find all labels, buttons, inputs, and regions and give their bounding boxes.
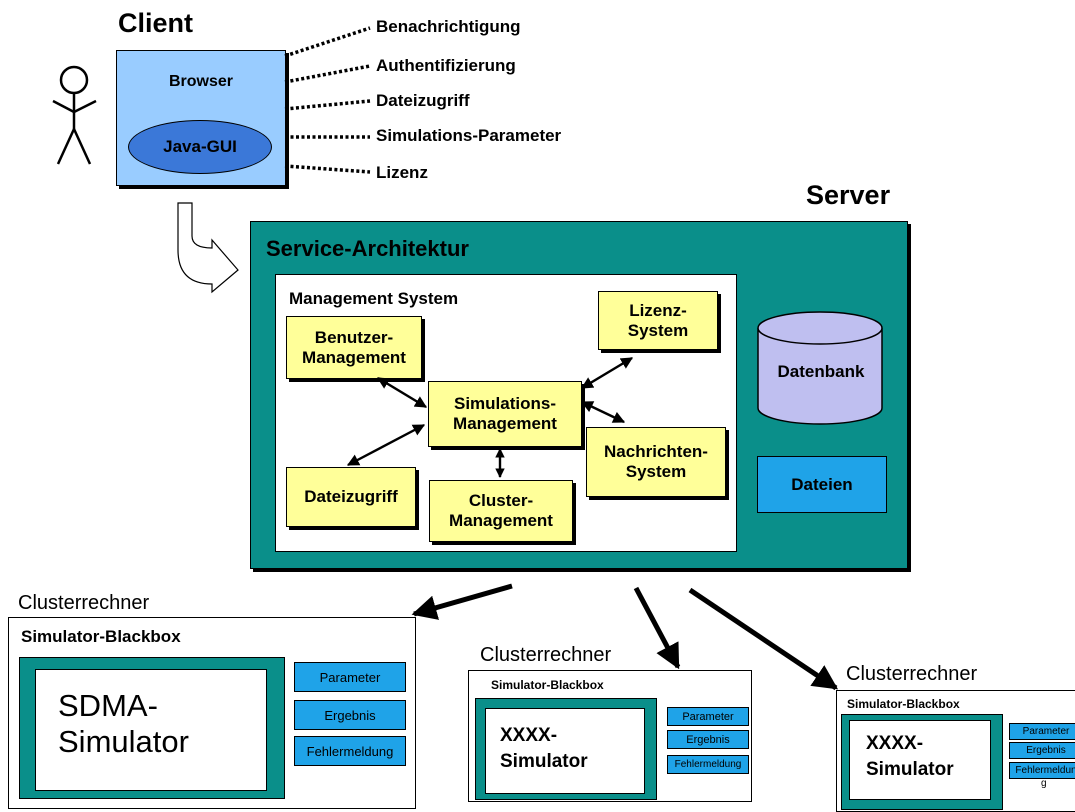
management-system-label: Management System <box>289 289 459 308</box>
cluster1-ergebnis-label: Ergebnis <box>324 707 376 723</box>
cluster3-ergebnis-label: Ergebnis <box>1026 745 1066 756</box>
cluster1-parameter-button: Parameter <box>294 662 406 692</box>
cluster2-ergebnis-button: Ergebnis <box>667 730 749 749</box>
arrow-server-cluster2 <box>633 586 681 670</box>
cluster3-fehlermeldung-label: Fehlermeldun <box>1015 765 1075 776</box>
cluster1-sim-line2: Simulator <box>58 724 189 759</box>
server-title: Server <box>806 180 891 210</box>
cluster3-sim-line1: XXXX- <box>866 733 924 754</box>
cluster3-parameter-label: Parameter <box>1022 726 1070 737</box>
cluster1-parameter-label: Parameter <box>319 669 381 685</box>
benutzer-line1: Benutzer- <box>314 327 394 347</box>
database-icon <box>757 311 883 425</box>
client-title: Client <box>118 8 194 38</box>
java-gui-ellipse: Java-GUI <box>128 120 272 174</box>
lizenz-line1: Lizenz- <box>629 300 687 320</box>
cluster1-sim-line1: SDMA- <box>58 688 158 723</box>
arrow-benutzer-simulation <box>376 376 428 409</box>
cluster1-label: Clusterrechner <box>18 592 150 614</box>
nachrichten-line1: Nachrichten- <box>604 442 708 461</box>
cluster1-ergebnis-button: Ergebnis <box>294 700 406 730</box>
cluster3-label: Clusterrechner <box>846 663 978 685</box>
browser-box: Browser Java-GUI <box>116 50 286 186</box>
cluster2-fehlermeldung-label: Fehlermeldung <box>674 759 742 770</box>
lizenz-system-box: Lizenz- System <box>598 291 718 350</box>
cluster2-box: Simulator-Blackbox XXXX- Simulator Param… <box>468 670 752 802</box>
cluster-line2: Management <box>449 511 553 530</box>
cluster1-sim-label: SDMA- Simulator <box>58 688 189 760</box>
cluster3-sim-line2: Simulator <box>866 759 954 780</box>
arrow-dateizugriff-simulation <box>346 423 426 467</box>
cluster2-parameter-button: Parameter <box>667 707 749 726</box>
cluster3-sim-box: XXXX- Simulator <box>849 720 991 800</box>
arrow-server-cluster3 <box>688 587 839 691</box>
service-dateizugriff: Dateizugriff <box>376 91 470 110</box>
service-lizenz: Lizenz <box>376 163 428 182</box>
cluster2-sim-line1: XXXX- <box>500 725 558 746</box>
dateizugriff-box: Dateizugriff <box>286 467 416 527</box>
benutzer-line2: Management <box>302 347 406 367</box>
cluster2-fehlermeldung-button: Fehlermeldung <box>667 755 749 774</box>
service-dotted-lines <box>284 26 371 174</box>
cluster3-blackbox-label: Simulator-Blackbox <box>847 697 960 711</box>
cluster-line1: Cluster- <box>468 491 534 510</box>
cluster3-ergebnis-button: Ergebnis <box>1009 742 1075 759</box>
arrow-simulation-lizenz <box>580 356 634 390</box>
cluster2-blackbox-label: Simulator-Blackbox <box>491 678 604 692</box>
cluster2-sim-label: XXXX- Simulator <box>500 723 588 775</box>
connectors-layer <box>177 26 839 691</box>
cluster1-fehlermeldung-label: Fehlermeldung <box>306 743 394 759</box>
dateizugriff-label: Dateizugriff <box>304 487 398 506</box>
browser-label: Browser <box>168 73 234 90</box>
cluster2-ergebnis-label: Ergebnis <box>686 733 730 746</box>
service-authentifizierung: Authentifizierung <box>376 56 516 75</box>
cluster2-parameter-label: Parameter <box>682 710 734 723</box>
dotted-line-dateizugriff <box>284 99 371 111</box>
dotted-line-lizenz <box>284 164 371 174</box>
dateien-box: Dateien <box>757 456 887 513</box>
cluster2-label: Clusterrechner <box>480 644 612 666</box>
service-benachrichtigung: Benachrichtigung <box>376 17 521 36</box>
cluster3-stray-char: g <box>1041 778 1047 789</box>
cluster3-parameter-button: Parameter <box>1009 723 1075 740</box>
cluster3-fehlermeldung-button: Fehlermeldun <box>1009 762 1075 779</box>
cluster1-blackbox-label: Simulator-Blackbox <box>21 627 181 646</box>
cluster1-fehlermeldung-button: Fehlermeldung <box>294 736 406 766</box>
datenbank-label: Datenbank <box>777 362 865 381</box>
service-architecture-label: Service-Architektur <box>266 236 469 261</box>
dotted-line-benachrichtigung <box>284 26 371 58</box>
arrow-simulation-nachrichten <box>580 400 626 424</box>
java-gui-label: Java-GUI <box>163 137 237 156</box>
simulations-line2: Management <box>453 414 557 433</box>
simulations-management-box: Simulations- Management <box>428 381 582 447</box>
cluster2-sim-box: XXXX- Simulator <box>485 708 645 794</box>
lizenz-line2: System <box>627 320 689 340</box>
dateien-label: Dateien <box>791 474 853 494</box>
nachrichten-system-box: Nachrichten- System <box>586 427 726 497</box>
dotted-line-authentifizierung <box>284 64 371 84</box>
cluster2-sim-line2: Simulator <box>500 751 588 772</box>
arrow-server-cluster1 <box>411 583 513 620</box>
user-icon <box>52 65 97 165</box>
service-simulations-parameter: Simulations-Parameter <box>376 126 562 145</box>
cluster-management-box: Cluster- Management <box>429 480 573 542</box>
nachrichten-line2: System <box>625 462 687 481</box>
client-to-server-arrow <box>177 202 239 294</box>
simulations-line1: Simulations- <box>453 394 556 413</box>
benutzer-management-box: Benutzer- Management <box>286 316 422 379</box>
cluster3-sim-label: XXXX- Simulator <box>866 731 954 783</box>
